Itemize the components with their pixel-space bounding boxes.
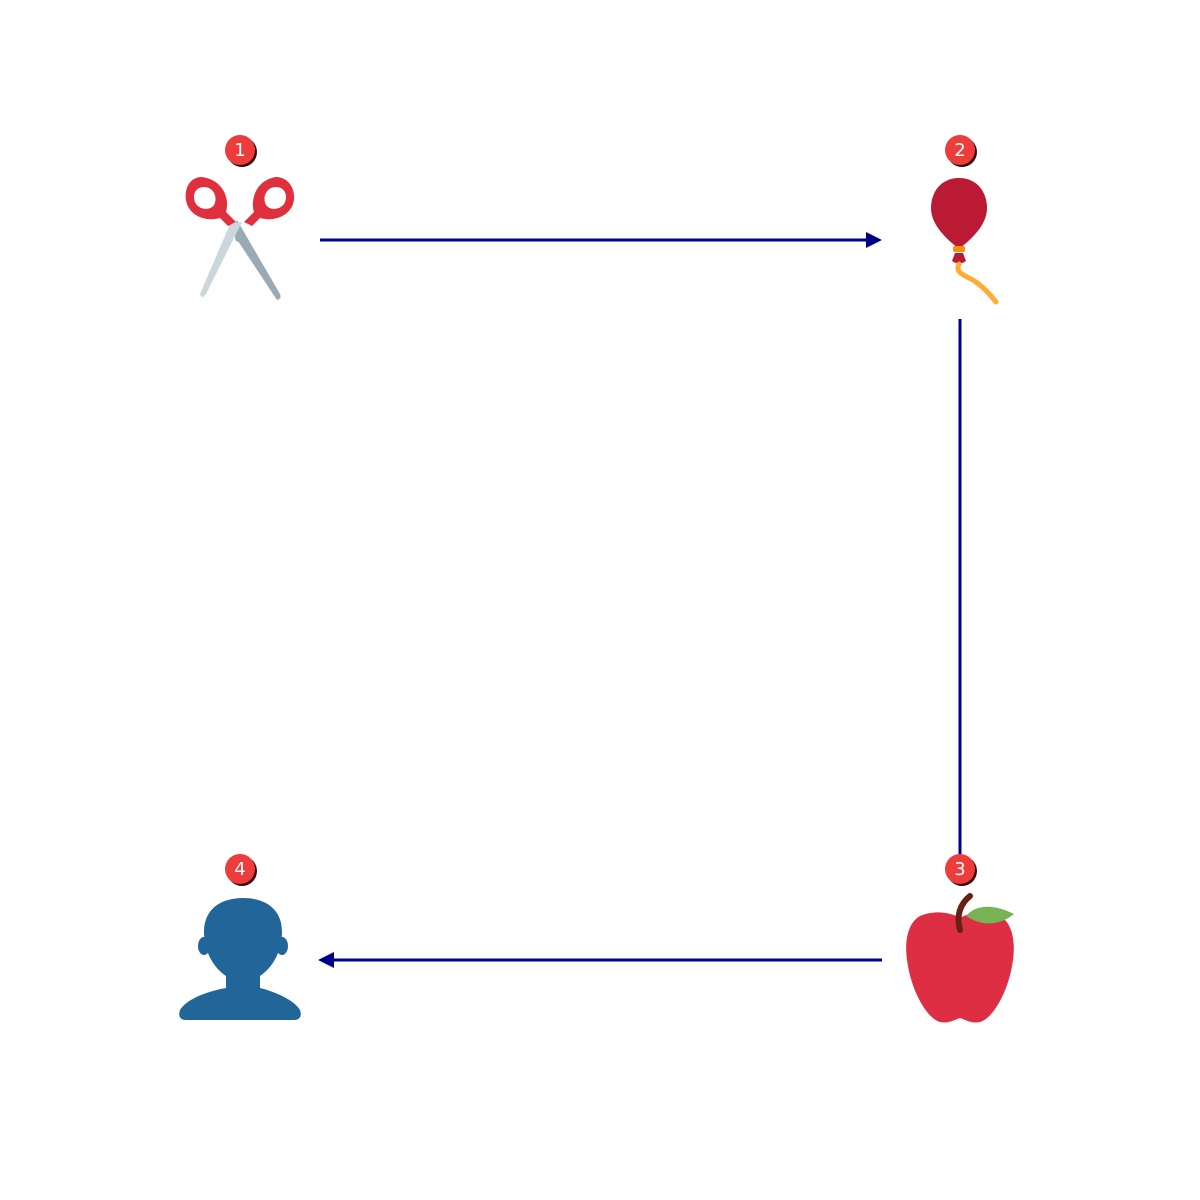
node-1: 1 — [185, 135, 295, 300]
step-badge-2: 2 — [945, 135, 977, 167]
step-badge-3: 3 — [945, 854, 977, 886]
apple-icon — [906, 893, 1014, 1023]
node-4: 4 — [179, 854, 301, 1020]
step-badge-1: 1 — [225, 135, 257, 167]
step-badge-4: 4 — [225, 854, 257, 886]
step-number-3: 3 — [954, 859, 965, 880]
node-2: 2 — [931, 135, 999, 305]
person-silhouette-icon — [179, 898, 301, 1020]
balloon-icon — [931, 178, 999, 305]
node-3: 3 — [906, 854, 1014, 1023]
scissors-icon — [185, 177, 295, 300]
edge-3-to-4 — [318, 952, 882, 968]
edge-1-to-2 — [320, 232, 882, 248]
step-number-4: 4 — [234, 859, 245, 880]
step-number-1: 1 — [234, 140, 245, 161]
connectors — [318, 232, 962, 968]
step-number-2: 2 — [954, 140, 965, 161]
